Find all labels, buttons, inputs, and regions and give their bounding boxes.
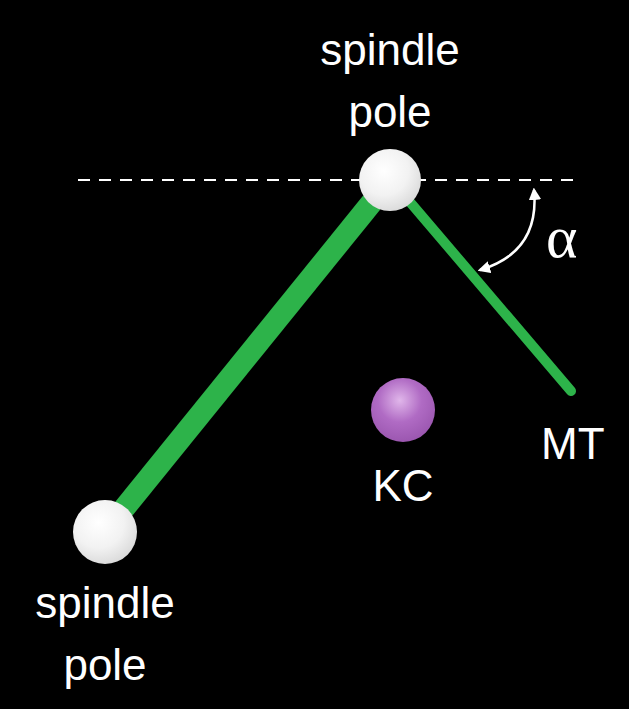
microtubule [398, 188, 571, 391]
spindle-pole: spindle pole [359, 149, 421, 211]
pole-label: spindle pole [320, 19, 459, 143]
microtubule [124, 203, 372, 509]
reference-line [78, 179, 580, 181]
spindle-pole: spindle pole [73, 500, 137, 564]
kinetochore-label: KC [372, 460, 433, 512]
microtubule-label: MT [541, 420, 605, 468]
angle-label: α [546, 204, 577, 270]
kinetochore: KC [371, 378, 435, 442]
pole-label: spindle pole [35, 572, 174, 696]
angle-arc [480, 190, 535, 270]
